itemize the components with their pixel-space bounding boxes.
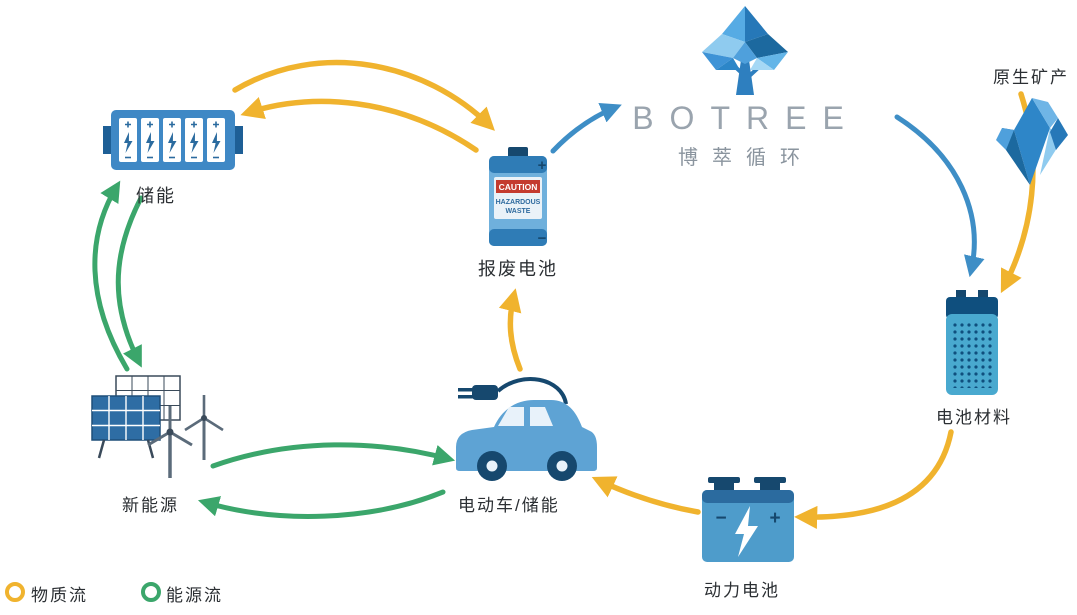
wind-turbine-small <box>184 395 224 460</box>
scrapped-battery-icon: CAUTION HAZARDOUS WASTE + − <box>489 147 547 247</box>
energy-storage-icon <box>103 110 243 170</box>
scrapped-battery-label: 报废电池 <box>478 259 558 279</box>
arrow-energy-newenergy-to-storage <box>92 180 130 372</box>
botree-tree-icon <box>702 6 788 95</box>
new-energy-label: 新能源 <box>122 496 179 515</box>
energy-flow-legend-label: 能源流 <box>166 586 223 605</box>
brand-subtitle: 博萃循环 <box>678 147 814 169</box>
battery-materials-icon <box>946 290 998 395</box>
arrow-material-storage-to-scrapped <box>232 59 495 131</box>
scrapped-battery-minus: − <box>538 230 547 247</box>
car-rear-window <box>530 407 553 426</box>
material-flow-legend-icon <box>5 582 25 602</box>
arrow-energy-storage-to-newenergy <box>115 195 144 368</box>
material-flow-legend-label: 物质流 <box>31 586 88 605</box>
arrow-material-ev-to-scrapped <box>498 288 523 372</box>
arrow-scrapped-to-botree <box>550 102 622 154</box>
ev-storage-label: 电动车/储能 <box>458 496 560 515</box>
charging-cable <box>496 377 568 405</box>
arrow-material-power-battery-to-ev <box>591 476 701 515</box>
car-front-window <box>498 407 524 426</box>
power-battery-icon: − + <box>702 477 794 562</box>
ev-car-icon <box>456 377 597 481</box>
brand-name: BOTREE <box>632 100 860 136</box>
power-battery-label: 动力电池 <box>704 581 780 600</box>
power-battery-minus: − <box>715 508 726 529</box>
arrow-energy-newenergy-to-ev <box>210 442 456 469</box>
car-front-hub <box>486 460 498 472</box>
scrapped-battery-plus: + <box>538 157 547 174</box>
battery-materials-label: 电池材料 <box>936 408 1012 427</box>
arrow-material-materials-to-power-battery <box>794 429 954 529</box>
caution-text: CAUTION <box>499 182 538 192</box>
arrow-energy-ev-to-newenergy <box>197 489 446 519</box>
car-rear-hub <box>556 460 568 472</box>
raw-minerals-crystal-icon <box>996 98 1068 185</box>
plug-icon <box>458 385 498 400</box>
storage-label: 储能 <box>136 186 176 206</box>
lightning-bolt-icon <box>735 506 758 557</box>
hazardous-text: HAZARDOUS <box>496 199 541 206</box>
arrow-botree-to-materials <box>894 114 985 278</box>
arrow-material-scrapped-to-storage <box>240 97 479 153</box>
waste-text: WASTE <box>506 208 531 215</box>
solar-panel-front <box>91 395 161 459</box>
energy-flow-legend-icon <box>141 582 161 602</box>
raw-minerals-label: 原生矿产 <box>993 68 1069 87</box>
wind-turbine-large <box>147 406 193 478</box>
new-energy-icon <box>91 375 224 478</box>
power-battery-plus: + <box>769 508 780 529</box>
